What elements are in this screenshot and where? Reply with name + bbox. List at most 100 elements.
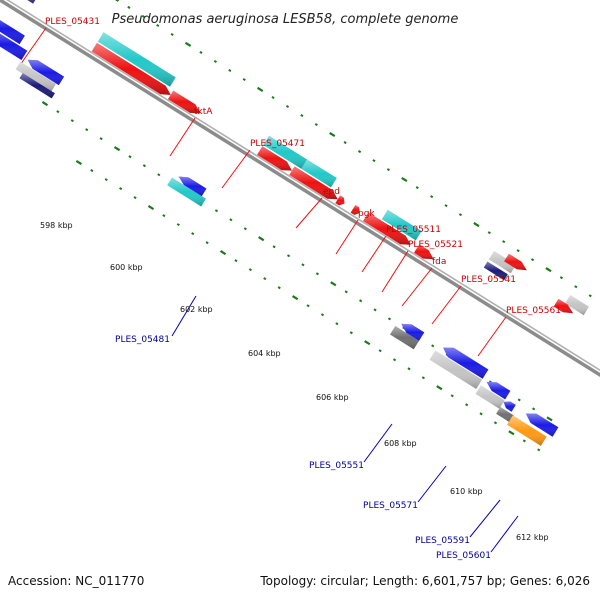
gene-feature[interactable] [486,381,511,400]
gene-feature[interactable] [15,61,57,92]
gene-feature[interactable] [350,205,360,215]
tick-mark [142,164,146,168]
tick-mark [343,141,347,145]
gene-feature[interactable] [381,209,422,241]
tick-mark [329,131,336,138]
tick-mark [314,123,318,127]
tick-mark [85,128,89,132]
gene-label[interactable]: PLES_05471 [250,139,305,149]
gene-feature[interactable] [0,29,28,60]
gene-label[interactable]: tktA [194,107,213,117]
tick-mark [242,77,246,82]
gene-feature[interactable] [503,401,516,412]
tick-mark [444,204,448,208]
gene-feature[interactable] [335,195,345,206]
accession-label: Accession: NC_011770 [8,574,144,588]
tick-mark [157,173,161,177]
gene-feature[interactable] [257,146,292,171]
gene-feature[interactable] [27,59,65,86]
tick-mark [176,223,180,227]
gene-feature[interactable] [496,407,514,423]
tick-mark [104,178,108,182]
gene-feature[interactable] [167,177,206,207]
gene-feature[interactable] [565,295,589,316]
gene-label[interactable]: PLES_05601 [436,551,491,561]
kbp-label: 612 kbp [516,533,549,542]
gene-feature[interactable] [363,212,411,245]
kbp-label: 606 kbp [316,393,349,402]
gene-feature[interactable] [178,176,207,197]
tick-mark [407,367,411,371]
gene-label[interactable]: PLES_05551 [309,461,364,471]
leader-line [477,316,507,357]
gene-label[interactable]: PLES_05521 [408,240,463,250]
gene-label[interactable]: PLES_05481 [115,335,170,345]
tick-mark [147,205,155,211]
gene-feature[interactable] [91,42,171,95]
gene-feature[interactable] [168,90,201,114]
tick-mark [292,295,299,301]
tick-mark [285,105,290,109]
gene-label[interactable]: PLES_05431 [45,17,100,27]
tick-mark [75,159,83,166]
gene-feature[interactable] [443,347,489,379]
gene-feature[interactable] [289,166,338,200]
tick-mark [113,146,121,152]
gene-feature[interactable] [401,323,425,341]
gene-feature[interactable] [97,32,176,87]
tick-mark [431,344,435,348]
gene-label[interactable]: fda [432,257,446,267]
leader-line [221,149,251,189]
tick-mark [229,218,233,222]
leader-line [295,197,323,229]
tick-mark [70,119,74,123]
gene-feature[interactable] [301,159,337,188]
tick-mark [487,231,491,235]
leader-line [417,465,447,503]
gene-feature[interactable] [263,135,308,169]
tick-mark [436,385,443,391]
tick-mark [272,245,276,249]
tick-mark [191,232,195,236]
gene-feature[interactable] [553,298,574,314]
backbone-line [0,0,600,377]
gene-label[interactable]: PLES_05541 [461,275,516,285]
tick-mark [372,159,376,163]
gene-label[interactable]: PLES_05511 [386,225,441,235]
gene-feature[interactable] [525,413,559,437]
gene-label[interactable]: PLES_05561 [506,306,561,316]
gene-label[interactable]: PLES_05571 [363,501,418,511]
tick-mark [99,137,103,141]
tick-mark [243,227,247,231]
gene-feature[interactable] [19,73,55,99]
tick-mark [522,439,526,443]
gene-feature[interactable] [414,244,434,260]
gene-feature[interactable] [504,253,527,271]
tick-mark [248,268,252,272]
gene-feature[interactable] [0,13,25,45]
tick-mark [277,286,281,290]
tick-mark [41,101,49,107]
tick-mark [530,258,535,262]
gene-feature[interactable] [390,326,419,350]
gene-label[interactable]: PLES_05591 [415,536,470,546]
gene-feature[interactable] [507,415,547,446]
gene-label[interactable]: pgk [358,209,375,219]
gene-feature[interactable] [429,350,483,390]
tick-mark [344,290,348,294]
leader-line [381,250,409,293]
tick-mark [517,398,521,402]
tick-mark [458,213,463,217]
gene-feature[interactable] [0,0,39,4]
tick-mark [335,322,339,326]
gene-feature[interactable] [488,251,517,274]
tick-mark [349,331,353,335]
kbp-label: 598 kbp [40,221,73,230]
tick-mark [214,209,219,213]
gene-feature[interactable] [475,385,505,409]
tick-mark [258,236,265,242]
gene-label[interactable]: epd [323,187,340,197]
tick-mark [219,250,227,256]
gene-feature[interactable] [483,261,508,281]
